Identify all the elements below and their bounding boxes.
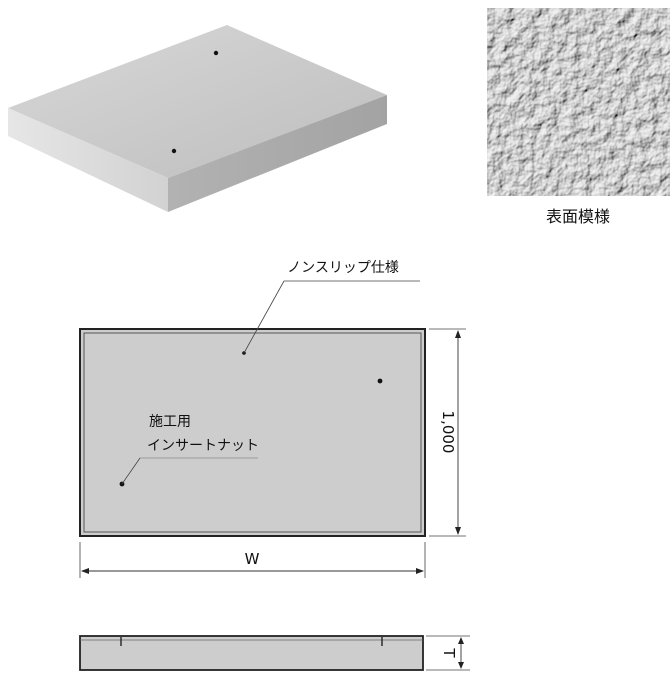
slab-front-face — [8, 108, 168, 212]
insert-nut-dot-right — [377, 378, 383, 384]
insert-label-line2: インサートナット — [147, 438, 259, 454]
plan-view — [79, 328, 426, 537]
width-dimension — [79, 542, 426, 578]
width-dimension-symbol: W — [245, 550, 260, 568]
surface-texture-sample — [487, 8, 670, 196]
insert-label-line1: 施工用 — [149, 414, 191, 430]
thickness-dimension — [426, 635, 470, 671]
thickness-dimension-symbol: T — [440, 647, 458, 658]
plan-outline — [79, 328, 426, 537]
insert-leader-line — [121, 457, 141, 485]
texture-image — [487, 8, 670, 196]
nonslip-label: ノンスリップ仕様 — [287, 260, 399, 276]
height-dimension-value: 1,000 — [439, 411, 457, 454]
slab-3d-view — [8, 25, 387, 212]
side-view — [79, 635, 424, 671]
insert-nut-dot-front — [171, 148, 177, 154]
slab-top-face — [8, 25, 387, 178]
plan-inner-edge — [83, 332, 422, 533]
nonslip-leader-line — [243, 280, 285, 354]
slab-side-face — [168, 95, 387, 212]
side-outline — [79, 635, 424, 671]
texture-caption: 表面模様 — [546, 207, 610, 226]
insert-nut-dot-back — [213, 50, 219, 56]
height-dimension — [429, 328, 466, 537]
